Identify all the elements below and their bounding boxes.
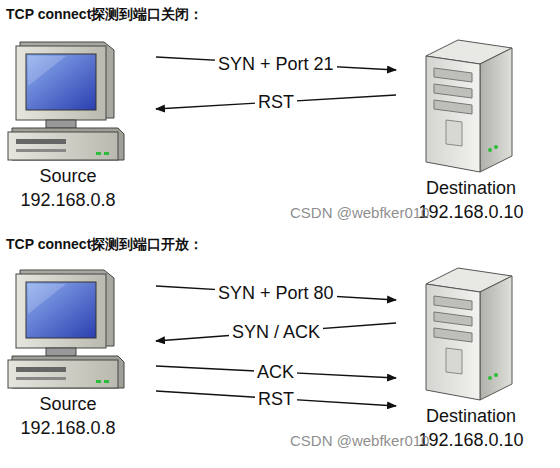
packet-label: RST [255, 389, 297, 409]
host-name: Source [6, 392, 130, 416]
destination-host: Destination192.168.0.10 [396, 262, 546, 452]
watermark: CSDN @webfker010 [290, 204, 429, 221]
server-icon [396, 262, 546, 404]
server-icon [396, 34, 546, 176]
ip-address: 192.168.0.8 [6, 188, 130, 212]
host-name: Destination [396, 176, 546, 200]
computer-icon [6, 264, 126, 392]
host-name: Source [6, 164, 130, 188]
source-host: Source192.168.0.8 [6, 36, 156, 212]
ip-address: 192.168.0.8 [6, 416, 130, 440]
destination-host: Destination192.168.0.10 [396, 34, 546, 224]
computer-icon [6, 36, 126, 164]
packet-label: SYN + Port 21 [215, 54, 337, 74]
section-heading: TCP connect探测到端口开放： [6, 236, 203, 254]
packet-label: SYN / ACK [229, 322, 323, 342]
source-host: Source192.168.0.8 [6, 264, 156, 440]
section-heading: TCP connect探测到端口关闭： [6, 6, 203, 24]
watermark: CSDN @webfker010 [290, 432, 429, 449]
packet-arrow [156, 323, 396, 341]
packet-label: ACK [254, 362, 297, 382]
packet-label: RST [255, 92, 297, 112]
packet-label: SYN + Port 80 [215, 283, 337, 303]
host-name: Destination [396, 404, 546, 428]
